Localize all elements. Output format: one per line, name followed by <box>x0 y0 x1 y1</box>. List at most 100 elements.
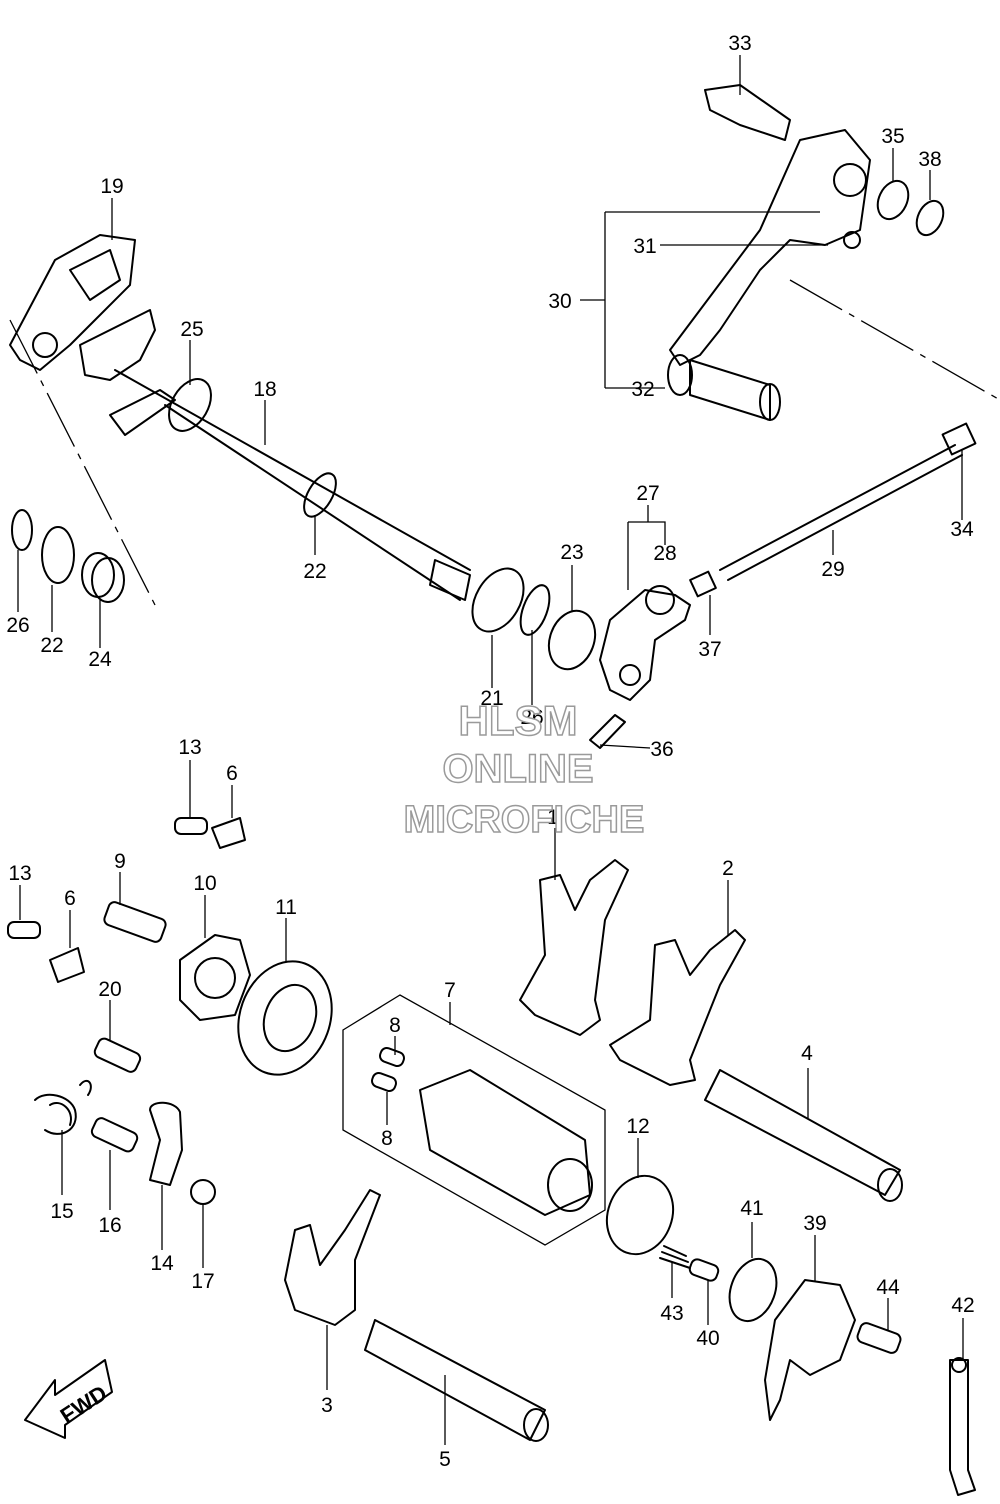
label-7: 7 <box>444 979 456 1002</box>
label-26-left: 26 <box>6 614 29 637</box>
part-11-drawing <box>237 960 333 1076</box>
part-13-upper-drawing <box>174 817 208 835</box>
label-31: 31 <box>633 235 656 258</box>
label-12: 12 <box>626 1115 649 1138</box>
part-26-clip-drawing <box>519 584 551 636</box>
label-6-upper: 6 <box>226 762 238 785</box>
label-15: 15 <box>50 1200 73 1223</box>
label-27: 27 <box>636 482 659 505</box>
label-8-upper: 8 <box>389 1014 401 1037</box>
label-3: 3 <box>321 1394 333 1417</box>
part-35-drawing <box>876 179 910 221</box>
part-44-drawing <box>856 1322 902 1354</box>
fwd-arrow: FWD <box>24 1359 113 1439</box>
label-21: 21 <box>480 687 503 710</box>
label-17: 17 <box>191 1270 214 1293</box>
label-5: 5 <box>439 1448 451 1471</box>
shift-shaft-assembly <box>9 234 597 671</box>
label-20: 20 <box>98 978 121 1001</box>
shift-cam-assembly <box>342 994 720 1282</box>
part-42-drawing <box>949 1359 976 1496</box>
label-23: 23 <box>560 541 583 564</box>
stopper-assembly <box>728 1258 976 1496</box>
label-14: 14 <box>150 1252 174 1275</box>
part-4-drawing <box>704 1069 901 1196</box>
label-13-lower: 13 <box>8 862 31 885</box>
leader-lines <box>17 55 964 1445</box>
part-6-lower-drawing <box>49 947 85 983</box>
label-24: 24 <box>88 648 112 671</box>
label-8-lower: 8 <box>381 1127 393 1150</box>
part-19-drawing <box>9 234 136 371</box>
part-43-drawing <box>659 1245 691 1269</box>
label-32: 32 <box>631 378 654 401</box>
part-5-drawing <box>364 1319 546 1441</box>
part-10-drawing <box>179 934 251 1021</box>
label-42: 42 <box>951 1294 974 1317</box>
part-29-drawing <box>719 444 963 581</box>
part-1-drawing <box>519 859 629 1036</box>
part-38-drawing <box>915 199 945 237</box>
label-35: 35 <box>881 125 904 148</box>
part-21-drawing <box>471 567 525 633</box>
label-40: 40 <box>696 1327 719 1350</box>
watermark-line-1: HLSM <box>459 697 578 744</box>
label-36: 36 <box>650 738 673 761</box>
part-36-drawing <box>589 714 626 749</box>
part-15-drawing <box>34 1079 92 1135</box>
part-3-drawing <box>284 1189 381 1326</box>
part-23-drawing <box>547 609 597 671</box>
label-26-center: 26 <box>520 706 543 729</box>
label-29: 29 <box>821 558 844 581</box>
label-13-upper: 13 <box>178 736 201 759</box>
part-37-drawing <box>689 570 717 598</box>
part-32-drawing <box>689 359 771 421</box>
part-9-drawing <box>103 901 167 943</box>
label-18: 18 <box>253 378 276 401</box>
part-31-drawing <box>669 129 871 366</box>
label-2: 2 <box>722 857 734 880</box>
label-37: 37 <box>698 638 721 661</box>
label-33: 33 <box>728 32 751 55</box>
gear-shift-lever-assembly <box>589 84 1000 749</box>
watermark: HLSM ONLINE MICROFICHE <box>403 696 645 842</box>
part-41-drawing <box>728 1258 778 1322</box>
label-22-upper: 22 <box>303 560 326 583</box>
part-16-drawing <box>90 1117 139 1153</box>
label-38: 38 <box>918 148 941 171</box>
part-number-labels: 1 2 3 4 5 6 6 7 8 8 9 10 11 12 13 13 14 … <box>6 32 974 1471</box>
part-17-drawing <box>190 1179 216 1205</box>
part-18-drawing <box>114 369 471 601</box>
part-34-drawing <box>941 422 977 456</box>
part-39-drawing <box>764 1279 856 1421</box>
label-30: 30 <box>548 290 571 313</box>
label-28: 28 <box>653 542 676 565</box>
part-7-drum-drawing <box>419 1069 591 1216</box>
label-25: 25 <box>180 318 203 341</box>
watermark-line-2: ONLINE <box>442 747 593 791</box>
shift-forks <box>284 859 903 1442</box>
small-parts-left <box>7 817 333 1205</box>
label-22-lower: 22 <box>40 634 63 657</box>
part-7-outline <box>342 994 606 1246</box>
part-40-drawing <box>688 1258 720 1282</box>
part-33-drawing <box>704 84 791 141</box>
label-9: 9 <box>114 850 126 873</box>
label-11: 11 <box>275 896 297 919</box>
label-19: 19 <box>100 175 123 198</box>
label-6-lower: 6 <box>64 887 76 910</box>
watermark-line-3: MICROFICHE <box>404 799 645 841</box>
label-10: 10 <box>193 872 216 895</box>
label-34: 34 <box>950 518 974 541</box>
part-14-drawing <box>149 1101 183 1186</box>
label-1: 1 <box>547 806 559 829</box>
part-28-drawing <box>599 589 691 701</box>
part-12-drawing <box>605 1174 675 1256</box>
label-4: 4 <box>801 1042 813 1065</box>
part-13-lower-drawing <box>7 921 41 939</box>
part-2-drawing <box>609 929 746 1086</box>
part-20-drawing <box>93 1037 142 1073</box>
label-41: 41 <box>740 1197 763 1220</box>
label-39: 39 <box>803 1212 826 1235</box>
